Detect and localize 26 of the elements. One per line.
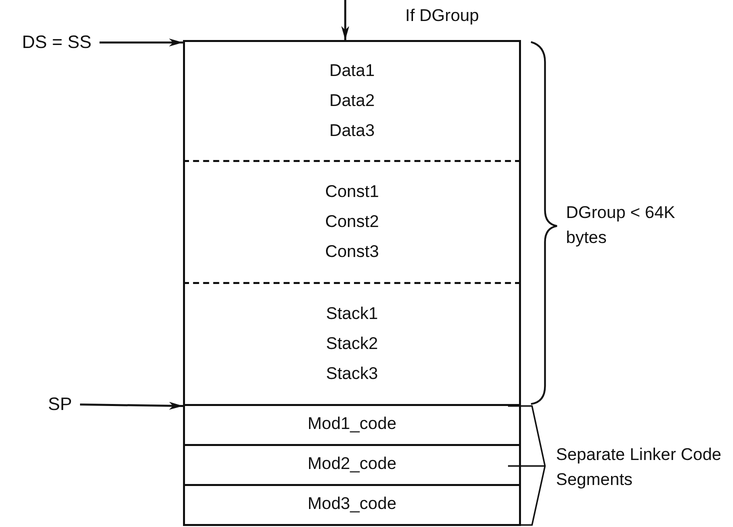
segment-name: Data3 bbox=[329, 120, 375, 142]
memory-segment bbox=[183, 404, 521, 446]
segment-name: Const2 bbox=[325, 211, 379, 233]
segment-name: Stack2 bbox=[326, 333, 378, 355]
segment-name: Data2 bbox=[329, 90, 375, 112]
arrow bbox=[80, 402, 184, 410]
memory-segment bbox=[183, 40, 521, 162]
memory-segment bbox=[183, 162, 521, 284]
segment-name: Mod3_code bbox=[308, 493, 396, 515]
arrow bbox=[100, 38, 183, 46]
memory-segment bbox=[183, 284, 521, 406]
segment-name: Const1 bbox=[325, 181, 379, 203]
brace-label: DGroup < 64K bytes bbox=[566, 202, 676, 249]
arrow bbox=[341, 0, 350, 40]
segment-name: Stack1 bbox=[326, 303, 378, 325]
segment-name: Mod2_code bbox=[308, 453, 396, 475]
brace-label: Separate Linker Code Segments bbox=[556, 444, 722, 491]
edge-label: If DGroup bbox=[405, 6, 479, 26]
memory-segment bbox=[183, 484, 521, 526]
segment-name: Stack3 bbox=[326, 363, 378, 385]
memory-segment bbox=[183, 444, 521, 486]
pointer-label: SP bbox=[48, 394, 72, 415]
segment-name: Const3 bbox=[325, 241, 379, 263]
segment-name: Data1 bbox=[329, 60, 375, 82]
pointer-label: DS = SS bbox=[22, 32, 92, 53]
segment-name: Mod1_code bbox=[308, 413, 396, 435]
